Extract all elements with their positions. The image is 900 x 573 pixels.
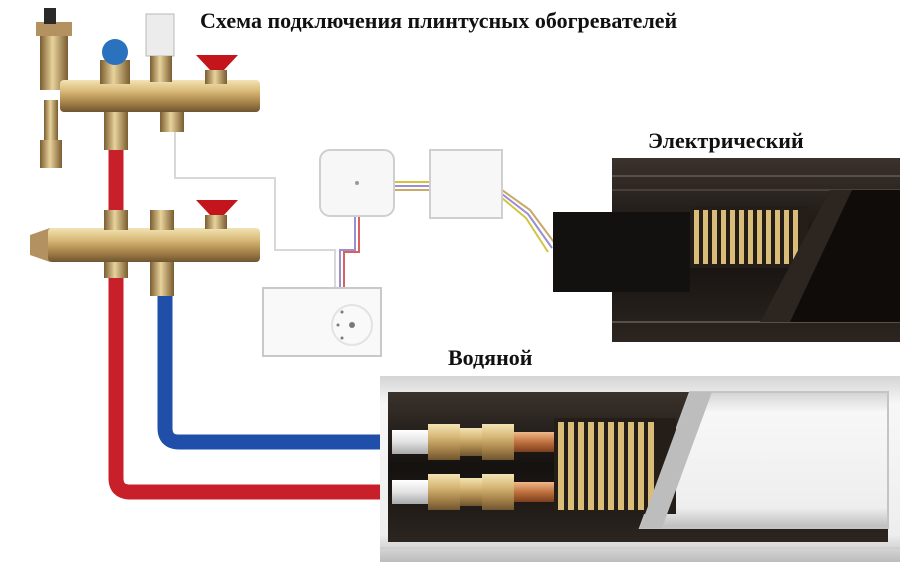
control-unit-icon bbox=[429, 149, 503, 219]
brass-manifold-icon bbox=[36, 8, 260, 168]
water-heat-exchanger bbox=[554, 418, 676, 514]
water-heater bbox=[380, 376, 900, 562]
return-pipe bbox=[157, 292, 392, 450]
water-heater-label: Водяной bbox=[448, 345, 533, 370]
junction-box-icon bbox=[319, 149, 395, 217]
electric-heater-label: Электрический bbox=[648, 128, 804, 153]
diagram-title: Схема подключения плинтусных обогревател… bbox=[200, 8, 678, 33]
control-wires bbox=[174, 130, 557, 290]
electric-heating-element bbox=[690, 206, 808, 268]
electric-heater bbox=[553, 158, 900, 342]
room-thermostat-icon bbox=[262, 287, 382, 357]
return-manifold bbox=[30, 200, 260, 296]
